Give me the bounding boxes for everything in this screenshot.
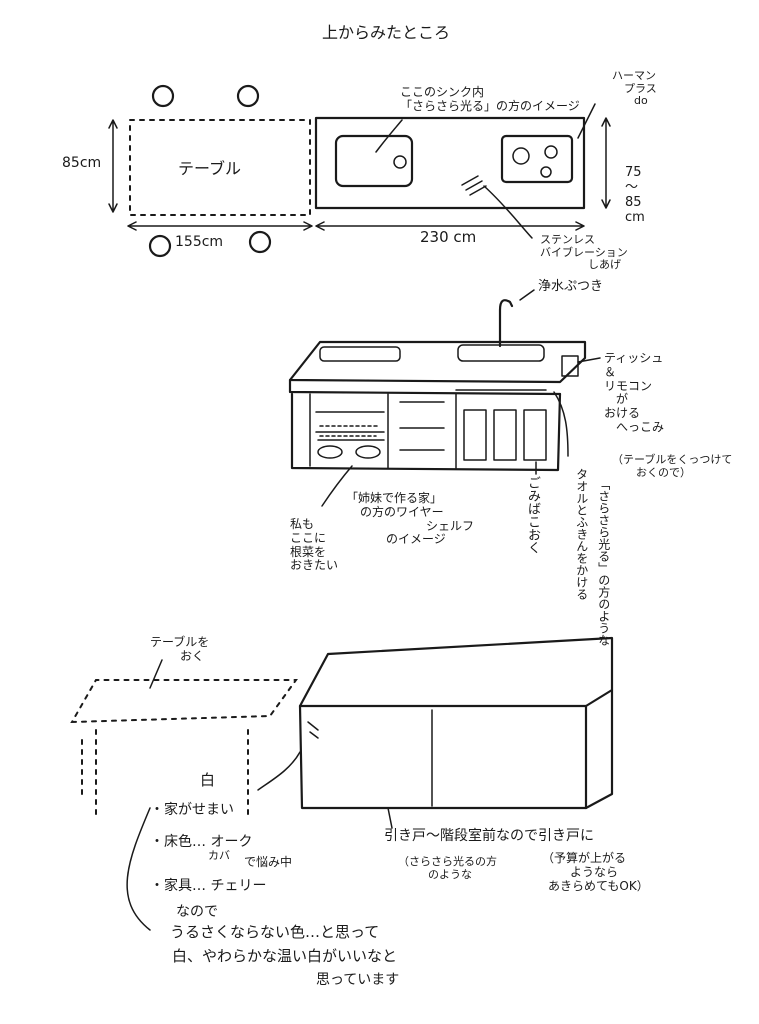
chair-icon bbox=[148, 234, 172, 258]
wire-note-left: 私も ここに 根菜を おきたい bbox=[290, 517, 339, 573]
tissue-note-sub: （テーブルをくっつけて おくので） bbox=[612, 453, 733, 479]
leader-faucet bbox=[519, 289, 535, 301]
chair-icon bbox=[248, 230, 272, 254]
dim-label-depth-counter: 75 〜 85 cm bbox=[625, 165, 645, 225]
trash-note: ごみばこおく bbox=[524, 476, 540, 554]
vegetable-icon bbox=[355, 445, 381, 459]
reason-floor-alt: カバ bbox=[208, 849, 230, 862]
table-outline-back bbox=[70, 679, 298, 724]
counter-outline-top bbox=[314, 116, 586, 210]
dim-label-width-counter: 230 cm bbox=[420, 228, 477, 246]
dim-arrow-depth-counter bbox=[601, 117, 611, 209]
dim-arrow-width-table bbox=[127, 221, 313, 231]
leader-towel bbox=[553, 391, 569, 457]
chair-icon bbox=[151, 84, 175, 108]
leader-table bbox=[149, 659, 163, 689]
tissue-note: ティッシュ ＆ リモコン が おける へっこみ bbox=[604, 351, 665, 434]
hob-icon bbox=[500, 134, 574, 184]
reason-conclusion: なので bbox=[176, 904, 218, 920]
leader-sink bbox=[375, 119, 403, 153]
wire-shelf-icon bbox=[315, 411, 385, 441]
burner-icon bbox=[540, 166, 552, 178]
leader-hob bbox=[577, 103, 596, 139]
dim-label-depth-table: 85cm bbox=[62, 155, 102, 171]
reason-line2: 白、やわらかな温い白がいいなと bbox=[172, 947, 398, 965]
trash-bin-icon bbox=[493, 409, 517, 461]
table-outline-top bbox=[129, 119, 311, 216]
leader-color bbox=[257, 751, 301, 791]
leader-tissue bbox=[577, 357, 601, 363]
reason-line3: 思っています bbox=[316, 972, 400, 988]
finish-note: ステンレス バイブレーション しあげ bbox=[540, 233, 628, 272]
dim-label-width-table: 155cm bbox=[175, 234, 224, 250]
table-legs bbox=[81, 729, 249, 821]
hatch-icon bbox=[461, 175, 487, 196]
faucet-icon bbox=[498, 299, 514, 348]
trash-bin-icon bbox=[463, 409, 487, 461]
towel-note-col2: タオルとふきんをかける bbox=[574, 468, 589, 600]
bracket-reasons bbox=[126, 807, 151, 931]
drawer-handles bbox=[399, 401, 445, 451]
burner-icon bbox=[512, 147, 530, 165]
sink-top-icon bbox=[457, 344, 545, 362]
reason-floor: ・床色… オーク bbox=[150, 834, 253, 850]
hob-top-icon bbox=[319, 346, 401, 362]
sink-icon bbox=[334, 134, 414, 188]
leader-wire bbox=[321, 465, 353, 507]
countertop-edge bbox=[288, 378, 562, 396]
faucet-note: 浄水ぷつき bbox=[538, 279, 604, 294]
dim-arrow-depth-table bbox=[108, 119, 118, 213]
reason-furniture: ・家具… チェリー bbox=[150, 878, 267, 894]
trash-bin-icon bbox=[523, 409, 547, 461]
color-label: 白 bbox=[200, 771, 216, 789]
sliding-sub: （さらさら光るの方 のような bbox=[398, 855, 497, 881]
island-side-outline bbox=[584, 688, 614, 810]
budget-note: （予算が上がる ようなら あきらめてもOK） bbox=[542, 851, 649, 893]
reason-space: ・家がせまい bbox=[150, 802, 234, 818]
wire-note: 「姉妹で作る家」 の方のワイヤー シェルフ のイメージ bbox=[346, 491, 475, 547]
wire-shelf-icon bbox=[319, 425, 381, 437]
table-note: テーブルを おく bbox=[150, 635, 210, 663]
chair-icon bbox=[236, 84, 260, 108]
cabinet-outline bbox=[290, 392, 562, 472]
vegetable-icon bbox=[317, 445, 343, 459]
sliding-note: 引き戸〜階段室前なので引き戸に bbox=[384, 828, 594, 844]
drain-icon bbox=[393, 155, 407, 169]
divider-line bbox=[387, 393, 457, 469]
leader-finish bbox=[483, 185, 533, 239]
sink-note: ここのシンク内 「さらさら光る」の方のイメージ bbox=[400, 85, 580, 113]
reason-line1: うるさくならない色…と思って bbox=[170, 923, 380, 941]
reason-floor-status: で悩み中 bbox=[244, 855, 293, 869]
island-back-outline bbox=[298, 704, 588, 810]
page-title: 上からみたところ bbox=[322, 23, 451, 42]
leader-sliding bbox=[387, 807, 393, 829]
dim-arrow-width-counter bbox=[315, 221, 585, 231]
towel-note-col1: 「さらさら光る」の方のような bbox=[596, 478, 611, 646]
hob-note: ハーマン プラス do bbox=[612, 69, 657, 108]
island-top-outline bbox=[298, 636, 614, 708]
tissue-recess-icon bbox=[561, 355, 579, 377]
table-label: テーブル bbox=[178, 159, 242, 178]
burner-icon bbox=[544, 145, 558, 159]
countertop-outline bbox=[288, 340, 587, 384]
hatch-icon bbox=[307, 721, 319, 739]
